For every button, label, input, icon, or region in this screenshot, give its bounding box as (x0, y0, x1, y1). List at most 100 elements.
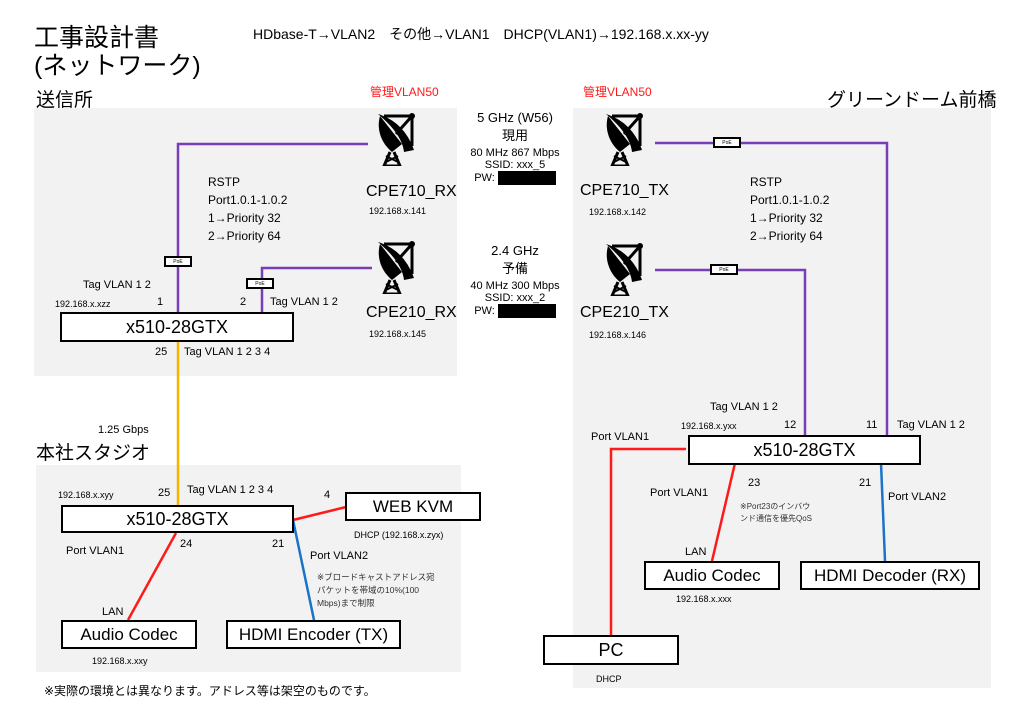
switch-ip-transmitter: 192.168.x.xzz (55, 299, 111, 309)
pc-vlan-label: Port VLAN1 (591, 431, 650, 443)
vlan1-link-pc (609, 447, 686, 635)
port4-label: 4 (324, 489, 331, 501)
link-main-spec: 80 MHz 867 Mbps (470, 147, 560, 159)
switch-ip-green-dome: 192.168.x.yxx (681, 421, 737, 431)
rstp-note-left: RSTP Port1.0.1-1.0.2 1→Priority 32 2→Pri… (208, 173, 287, 245)
port24-label: 24 (180, 538, 193, 550)
site-label-transmitter: 送信所 (36, 90, 94, 111)
hdmi-decoder: HDMI Decoder (RX) (800, 561, 980, 590)
port1-vlan-label: Tag VLAN 1 2 (83, 279, 151, 291)
link-main-pw: PW: (460, 171, 570, 185)
vlan1-link-audio-codec-left (126, 532, 178, 621)
green-dome-panel (573, 108, 991, 688)
vlan2-link-hdmi-decoder (879, 462, 887, 562)
poe-injector: PoE (713, 137, 741, 148)
satellite-dish-icon (602, 242, 648, 298)
broadcast-note: ※ブロードキャストアドレス宛 パケットを帯域の10%(100 Mbps)まで制限 (317, 571, 435, 610)
site-label-studio: 本社スタジオ (36, 443, 151, 464)
satellite-dish-icon (374, 112, 420, 168)
port25-label-transmitter: 25 (155, 346, 168, 358)
rstp-line: Port1.0.1-1.0.2 (208, 193, 288, 207)
poe-injector: PoE (164, 256, 192, 267)
redacted-password (497, 171, 556, 185)
cpe210-tx-ip: 192.168.x.146 (589, 330, 647, 340)
cpe210-tx-name: CPE210_TX (580, 304, 669, 321)
pc-device: PC (543, 635, 679, 665)
switch-studio: x510-28GTX (61, 505, 294, 533)
rstp-line: 1→Priority 32 (750, 211, 823, 225)
satellite-dish-icon (374, 240, 420, 296)
link-backup-pw: PW: (460, 304, 570, 318)
cpe710-tx-name: CPE710_TX (580, 182, 669, 199)
link-backup-band: 2.4 GHz (491, 243, 539, 258)
port23-vlan-label: Port VLAN1 (650, 487, 709, 499)
pw-label: PW: (474, 304, 495, 317)
qos-note-line: ンド通信を優先QoS (740, 514, 813, 523)
cpe210-rx-name: CPE210_RX (366, 304, 457, 321)
cpe710-rx-name: CPE710_RX (366, 183, 457, 200)
link-main-ssid: SSID: xxx_5 (484, 159, 546, 171)
qos-note: ※Port23のインバウ ンド通信を優先QoS (740, 501, 812, 525)
port23-label: 23 (748, 477, 761, 489)
audio-codec-studio: Audio Codec (61, 620, 197, 649)
rstp-line: Port1.0.1-1.0.2 (750, 193, 830, 207)
audio-codec-left-port-label: LAN (102, 606, 124, 618)
rstp-line: RSTP (208, 175, 241, 189)
broadcast-note-line: パケットを帯域の10%(100 (317, 585, 420, 595)
footer-note: ※実際の環境とは異なります。アドレス等は架空のものです。 (44, 684, 376, 698)
doc-title-line2: (ネットワーク) (34, 52, 201, 80)
port21-vlan-label-studio: Port VLAN2 (310, 550, 369, 562)
pw-label: PW: (474, 171, 495, 184)
audio-codec-right-port-label: LAN (685, 546, 707, 558)
mgmt-vlan-label-right: 管理VLAN50 (583, 85, 652, 99)
link-backup-ssid: SSID: xxx_2 (484, 292, 546, 304)
port2-label: 2 (240, 296, 247, 308)
link-backup-role: 予備 (501, 261, 528, 276)
uplink-speed-label: 1.25 Gbps (98, 424, 149, 436)
port11-vlan-label: Tag VLAN 1 2 (897, 419, 965, 431)
cpe710-rx-ip: 192.168.x.141 (369, 206, 427, 216)
cpe710-tx-ip: 192.168.x.142 (589, 207, 647, 217)
switch-green-dome: x510-28GTX (688, 435, 921, 465)
web-kvm-ip: DHCP (192.168.x.zyx) (354, 530, 444, 540)
port21-vlan-label-green-dome: Port VLAN2 (888, 491, 947, 503)
poe-link-cpe210-rx (260, 266, 372, 314)
switch-transmitter: x510-28GTX (60, 312, 294, 342)
port11-label: 11 (866, 419, 878, 431)
audio-codec-green-dome: Audio Codec (644, 561, 780, 590)
link-backup-spec: 40 MHz 300 Mbps (470, 280, 560, 292)
port25-label-studio: 25 (158, 487, 171, 499)
hdmi-encoder: HDMI Encoder (TX) (226, 620, 401, 649)
port12-label: 12 (784, 419, 797, 431)
vlan2-link-hdmi-encoder (291, 519, 316, 621)
site-label-green-dome: グリーンドーム前橋 (827, 90, 997, 111)
poe-injector: PoE (710, 264, 738, 275)
broadcast-note-line: Mbps)まで制限 (317, 598, 375, 608)
mgmt-vlan-label-left: 管理VLAN50 (370, 85, 439, 99)
qos-note-line: ※Port23のインバウ (740, 502, 811, 511)
switch-ip-studio: 192.168.x.xyy (58, 490, 114, 500)
doc-title-line1: 工事設計書 (34, 24, 160, 52)
port21-label-green-dome: 21 (859, 477, 872, 489)
vlan1-link-audio-codec-right (710, 462, 737, 562)
audio-codec-studio-ip: 192.168.x.xxy (92, 656, 148, 666)
cpe210-rx-ip: 192.168.x.145 (369, 329, 427, 339)
link-main-band: 5 GHz (W56) (477, 110, 553, 125)
audio-codec-green-dome-ip: 192.168.x.xxx (676, 594, 732, 604)
rstp-line: 1→Priority 32 (208, 211, 281, 225)
rstp-line: 2→Priority 64 (208, 229, 281, 243)
header-note: HDbase-T→VLAN2 その他→VLAN1 DHCP(VLAN1)→192… (253, 26, 709, 42)
link-main-info: 5 GHz (W56) 現用 80 MHz 867 Mbps SSID: xxx… (460, 110, 570, 185)
port12-vlan-label: Tag VLAN 1 2 (710, 401, 778, 413)
poe-link-cpe210-tx (655, 268, 807, 440)
pc-ip: DHCP (596, 674, 622, 684)
port24-vlan-label: Port VLAN1 (66, 545, 125, 557)
port25-vlan-label-transmitter: Tag VLAN 1 2 3 4 (184, 346, 271, 358)
vlan1-link-web-kvm (292, 505, 347, 522)
port21-label-studio: 21 (272, 538, 285, 550)
port1-label: 1 (157, 296, 164, 308)
rstp-note-right: RSTP Port1.0.1-1.0.2 1→Priority 32 2→Pri… (750, 173, 829, 245)
rstp-line: 2→Priority 64 (750, 229, 823, 243)
link-main-role: 現用 (501, 128, 528, 143)
